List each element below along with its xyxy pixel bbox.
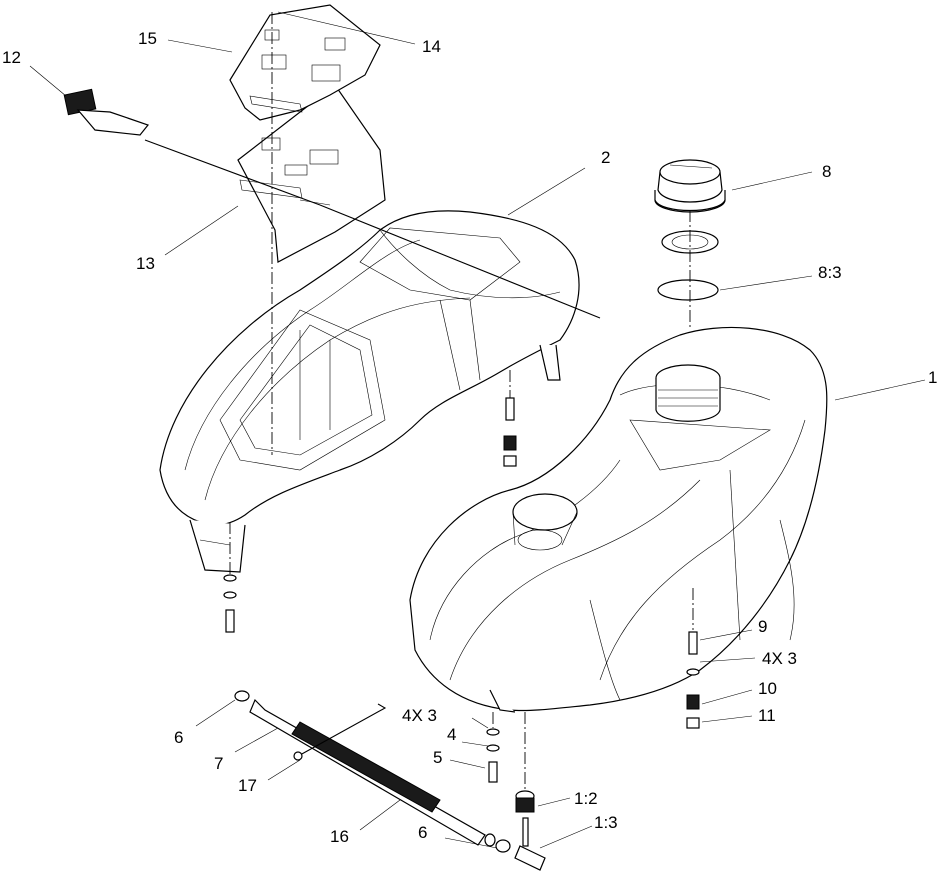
cover-plate <box>229 4 381 121</box>
callout-8-3: 8:3 <box>818 263 842 282</box>
callout-14: 14 <box>422 37 441 56</box>
callout-labels: 1 1:2 1:3 2 4 4X 3 4X 3 5 6 6 7 8 8:3 9 … <box>2 29 937 846</box>
fuel-hose <box>234 690 511 853</box>
callout-16: 16 <box>330 827 349 846</box>
callout-7: 7 <box>214 754 223 773</box>
console-body <box>159 210 580 573</box>
callout-11: 11 <box>758 706 776 725</box>
callout-5: 5 <box>433 748 442 767</box>
callout-1-2: 1:2 <box>574 789 598 808</box>
callout-8: 8 <box>822 162 831 181</box>
control-lever <box>63 88 601 319</box>
leader-lines <box>29 11 926 849</box>
callout-9: 9 <box>758 617 767 636</box>
assembly-centerlines <box>229 12 694 792</box>
fuel-fitting <box>514 790 546 871</box>
callout-4x3-console: 4X 3 <box>402 706 437 725</box>
callout-2: 2 <box>601 148 610 167</box>
callout-13: 13 <box>136 254 155 273</box>
fuel-cap <box>654 159 726 301</box>
fuel-tank <box>409 326 828 713</box>
callout-12: 12 <box>2 48 21 67</box>
callout-15: 15 <box>138 29 157 48</box>
callout-4x3-tank: 4X 3 <box>762 649 797 668</box>
callout-17: 17 <box>238 776 257 795</box>
callout-6-lower: 6 <box>418 823 427 842</box>
console-hardware <box>223 397 517 633</box>
callout-1-3: 1:3 <box>594 813 618 832</box>
callout-6-upper: 6 <box>174 728 183 747</box>
callout-1: 1 <box>928 368 937 387</box>
callout-10: 10 <box>758 679 777 698</box>
tank-hardware <box>486 631 700 783</box>
callout-4: 4 <box>447 725 456 744</box>
